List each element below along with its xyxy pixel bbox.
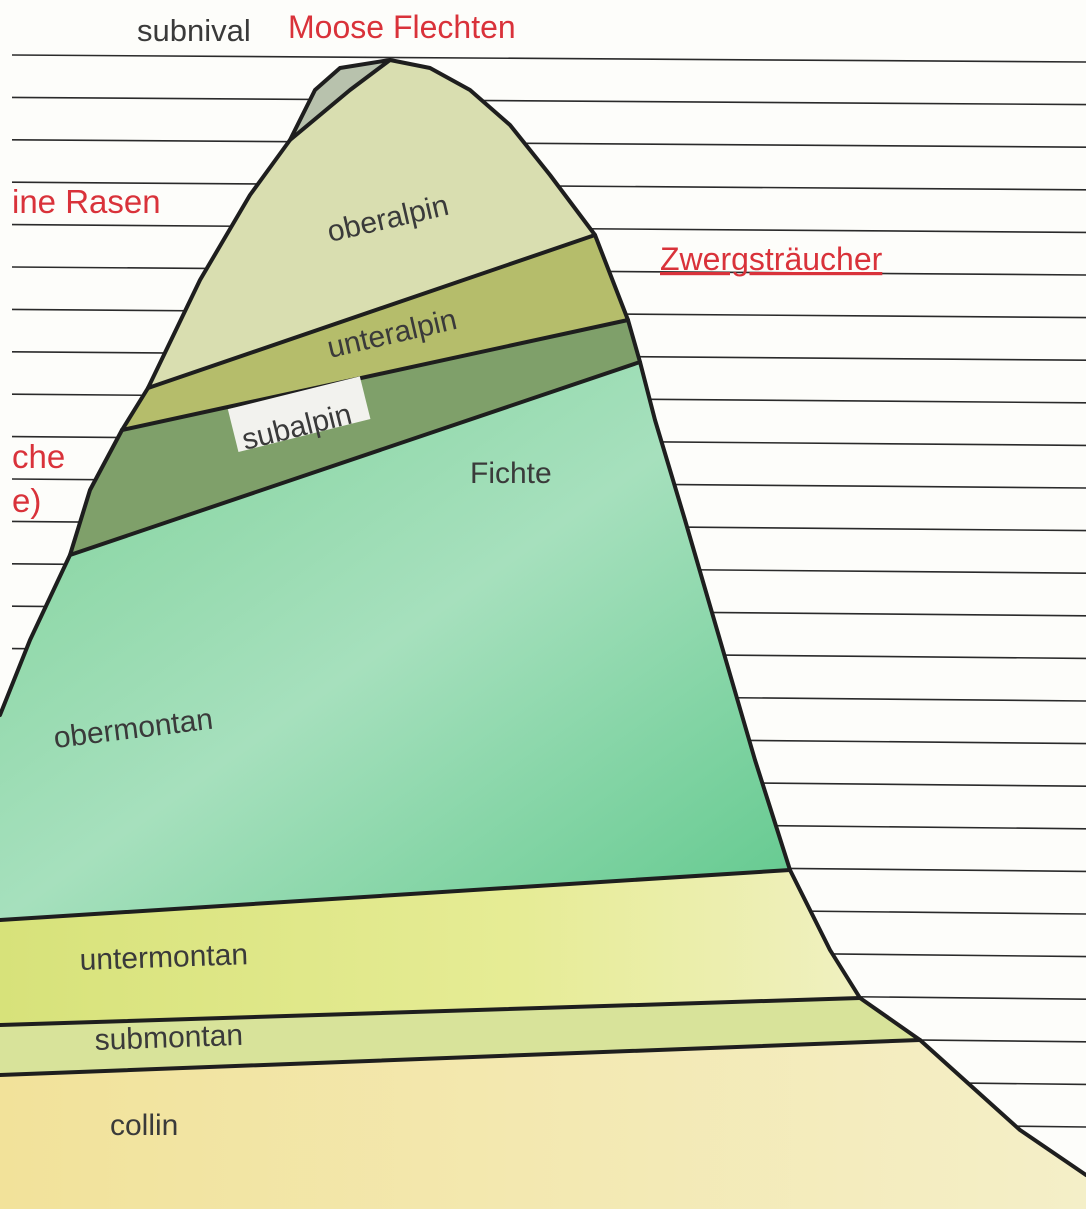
rasen-label: ine Rasen bbox=[12, 183, 161, 220]
zone-label-collin: collin bbox=[110, 1109, 178, 1142]
subnival-vegetation-label: Moose Flechten bbox=[288, 9, 516, 45]
che-label-line1: che bbox=[12, 438, 65, 475]
zone-label-untermontan: untermontan bbox=[79, 938, 249, 977]
ruled-line bbox=[12, 55, 1086, 62]
zone-label-fichte: Fichte bbox=[470, 457, 552, 490]
zone-label-submontan: submontan bbox=[94, 1019, 243, 1057]
subnival-label: subnival bbox=[137, 13, 251, 48]
che-label-line2: e) bbox=[12, 482, 41, 519]
ruled-line bbox=[12, 97, 1086, 104]
ruled-line bbox=[12, 140, 1086, 147]
zwergstraeucher-label: Zwergsträucher bbox=[660, 241, 883, 277]
